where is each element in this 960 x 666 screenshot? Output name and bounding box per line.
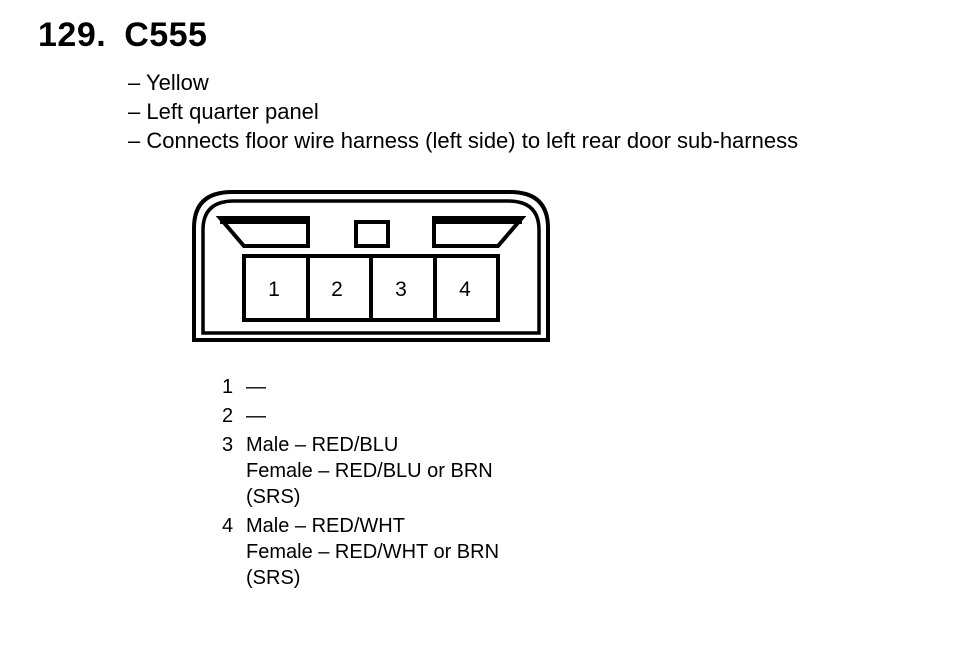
- pin-description-line: (SRS): [246, 486, 301, 508]
- connector-connects: – Connects floor wire harness (left side…: [128, 128, 799, 153]
- center-key: [354, 220, 390, 248]
- pin-description: —: [246, 403, 266, 429]
- pin-description-line: (SRS): [246, 567, 301, 589]
- pin-number: 3: [222, 434, 234, 456]
- pin-row: 3 Male – RED/BLU Female – RED/BLU or BRN…: [222, 432, 499, 510]
- pin-number: 1: [222, 376, 234, 398]
- pin-row: 4 Male – RED/WHT Female – RED/WHT or BRN…: [222, 513, 499, 591]
- pin-description-line: Male – RED/BLU: [246, 434, 399, 456]
- item-number: 129.: [38, 16, 107, 54]
- pin-description-line: —: [246, 376, 266, 398]
- pin-description: —: [246, 374, 266, 400]
- pin-description: Male – RED/BLU Female – RED/BLU or BRN (…: [246, 432, 493, 510]
- connector-housing-inner: [201, 199, 541, 335]
- connector-color: – Yellow: [128, 70, 209, 95]
- cavity-label-3: 3: [395, 278, 407, 301]
- pin-assignment-list: 1 — 2 — 3 Male – RED/BLU Female – RED/BL…: [222, 374, 499, 591]
- pin-description-line: Female – RED/BLU or BRN: [246, 460, 493, 482]
- pin-description-line: Male – RED/WHT: [246, 515, 405, 537]
- cavity-label-2: 2: [331, 278, 343, 301]
- cavity-label-4: 4: [459, 278, 471, 301]
- connector-location: – Left quarter panel: [128, 99, 319, 124]
- cavity-label-1: 1: [268, 278, 280, 301]
- connector-details: – Yellow – Left quarter panel – Connects…: [128, 68, 798, 155]
- connector-face-diagram: 1 2 3 4: [192, 190, 550, 342]
- pin-row: 2 —: [222, 403, 499, 429]
- right-lock-tab-slot: [434, 218, 522, 224]
- connector-housing-outer: [192, 190, 550, 342]
- pin-number: 2: [222, 405, 234, 427]
- pin-number: 4: [222, 515, 234, 537]
- pin-description-line: Female – RED/WHT or BRN: [246, 541, 500, 563]
- connector-code: C555: [124, 16, 208, 54]
- left-lock-tab-slot: [220, 218, 308, 224]
- pin-row: 1 —: [222, 374, 499, 400]
- pin-description-line: —: [246, 405, 266, 427]
- pin-description: Male – RED/WHT Female – RED/WHT or BRN (…: [246, 513, 499, 591]
- connector-heading: 129. C555: [38, 16, 207, 55]
